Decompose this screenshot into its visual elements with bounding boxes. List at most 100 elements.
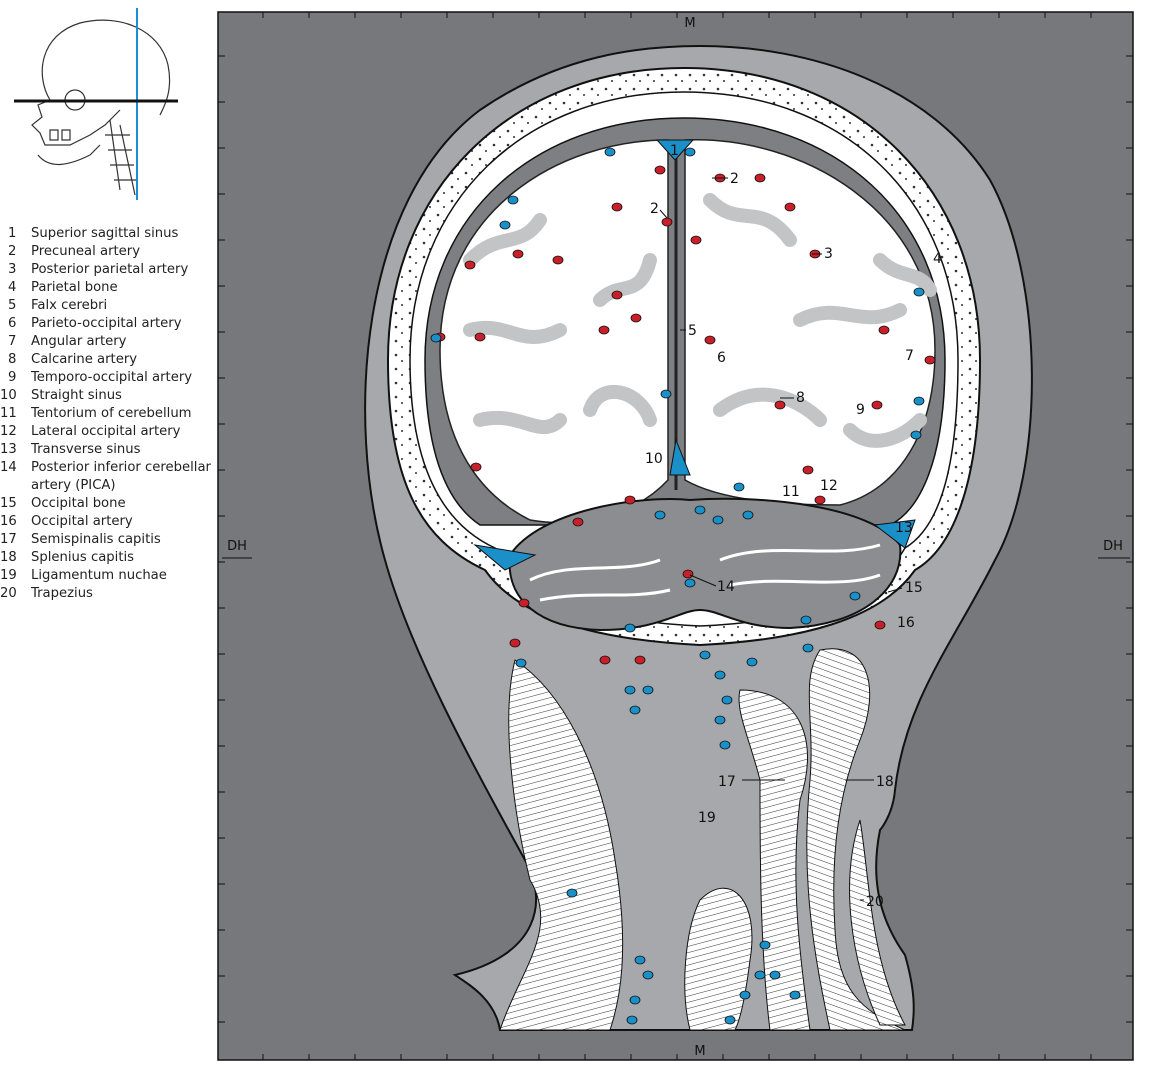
semispinalis-capitis [738, 689, 811, 1031]
legend-number: 7 [8, 334, 17, 349]
legend-label: Parietal bone [31, 280, 118, 295]
vein-cross-section [629, 995, 641, 1005]
vessels [430, 147, 936, 1025]
artery-cross-section [611, 202, 623, 212]
artery-cross-section [802, 465, 814, 475]
legend-label: Superior sagittal sinus [31, 226, 179, 241]
vein-cross-section [515, 658, 527, 668]
cerebellar-folia [529, 543, 881, 602]
artery-cross-section [599, 655, 611, 665]
legend-label: Falx cerebri [31, 298, 108, 313]
legend-label: Tentorium of cerebellum [31, 406, 192, 421]
callout-14: 14 [717, 579, 735, 595]
callout-4: 4 [933, 251, 942, 267]
legend-number: 3 [8, 262, 17, 277]
callout-19: 19 [698, 810, 716, 826]
callout-13: 13 [895, 520, 913, 536]
label-bottom-m: M [694, 1044, 705, 1059]
legend-number: 6 [8, 316, 17, 331]
vein-cross-section [733, 482, 745, 492]
callout-17: 17 [718, 774, 736, 790]
cortex-gyri [463, 193, 937, 448]
callout-6: 6 [717, 350, 726, 366]
artery-cross-section [682, 569, 694, 579]
artery-cross-section [634, 655, 646, 665]
vein-cross-section [913, 396, 925, 406]
legend-item: 13 Transverse sinus [0, 441, 215, 459]
vein-cross-section [684, 578, 696, 588]
legend-item: 12 Lateral occipital artery [0, 423, 215, 441]
callout-18: 18 [876, 774, 894, 790]
artery-cross-section [552, 255, 564, 265]
vein-cross-section [430, 333, 442, 343]
superior-sagittal-sinus [655, 139, 695, 161]
vein-cross-section [507, 195, 519, 205]
splenius-capitis [806, 648, 906, 1031]
callout-5: 5 [688, 323, 697, 339]
artery-cross-section [874, 620, 886, 630]
left-neck-muscles [499, 659, 624, 1031]
artery-cross-section [464, 260, 476, 270]
callout-2a: 2 [650, 201, 659, 217]
vein-cross-section [604, 147, 616, 157]
vein-cross-section [694, 505, 706, 515]
artery-cross-section [518, 598, 530, 608]
legend-label: Occipital artery [31, 514, 133, 529]
vein-cross-section [739, 990, 751, 1000]
vein-cross-section [714, 715, 726, 725]
vein-cross-section [759, 940, 771, 950]
legend-number: 13 [0, 442, 17, 457]
artery-cross-section [509, 638, 521, 648]
legend-number: 14 [0, 460, 17, 475]
legend-number: 10 [0, 388, 17, 403]
mandible-outline [37, 144, 101, 165]
legend-label: Parieto-occipital artery [31, 316, 182, 331]
legend-item: 6 Parieto-occipital artery [0, 315, 215, 333]
legend-number: 17 [0, 532, 17, 547]
left-transverse-sinus [473, 544, 537, 571]
frame-ticks [218, 12, 1133, 1060]
vein-cross-section [724, 1015, 736, 1025]
legend-label: Transverse sinus [31, 442, 141, 457]
legend-number: 5 [8, 298, 17, 313]
artery-cross-section [611, 290, 623, 300]
legend-number: 1 [8, 226, 17, 241]
vein-cross-section [684, 147, 696, 157]
callout-10: 10 [645, 451, 663, 467]
artery-cross-section [624, 495, 636, 505]
vein-cross-section [654, 510, 666, 520]
callout-16: 16 [897, 615, 915, 631]
legend-label: Lateral occipital artery [31, 424, 181, 439]
artery-cross-section [470, 462, 482, 472]
legend-item: 17 Semispinalis capitis [0, 531, 215, 549]
legend-label: Calcarine artery [31, 352, 138, 367]
vein-cross-section [499, 220, 511, 230]
vein-cross-section [626, 1015, 638, 1025]
vein-cross-section [642, 970, 654, 980]
artery-cross-section [572, 517, 584, 527]
legend-label: Trapezius [31, 586, 93, 601]
legend-label: Ligamentum nuchae [31, 568, 167, 583]
artery-cross-section [704, 335, 716, 345]
face-outline [31, 99, 121, 146]
legend-label: Posterior inferior cerebellar artery (PI… [31, 460, 211, 493]
legend-item: 18 Splenius capitis [0, 549, 215, 567]
legend-number: 18 [0, 550, 17, 565]
transverse-sinus [873, 519, 916, 549]
vein-cross-section [910, 430, 922, 440]
vein-cross-section [849, 591, 861, 601]
artery-cross-section [630, 313, 642, 323]
leader-lines [659, 177, 903, 901]
vein-cross-section [624, 685, 636, 695]
legend-label: Semispinalis capitis [31, 532, 161, 547]
legend-label: Splenius capitis [31, 550, 135, 565]
legend-number: 12 [0, 424, 17, 439]
vein-cross-section [721, 695, 733, 705]
